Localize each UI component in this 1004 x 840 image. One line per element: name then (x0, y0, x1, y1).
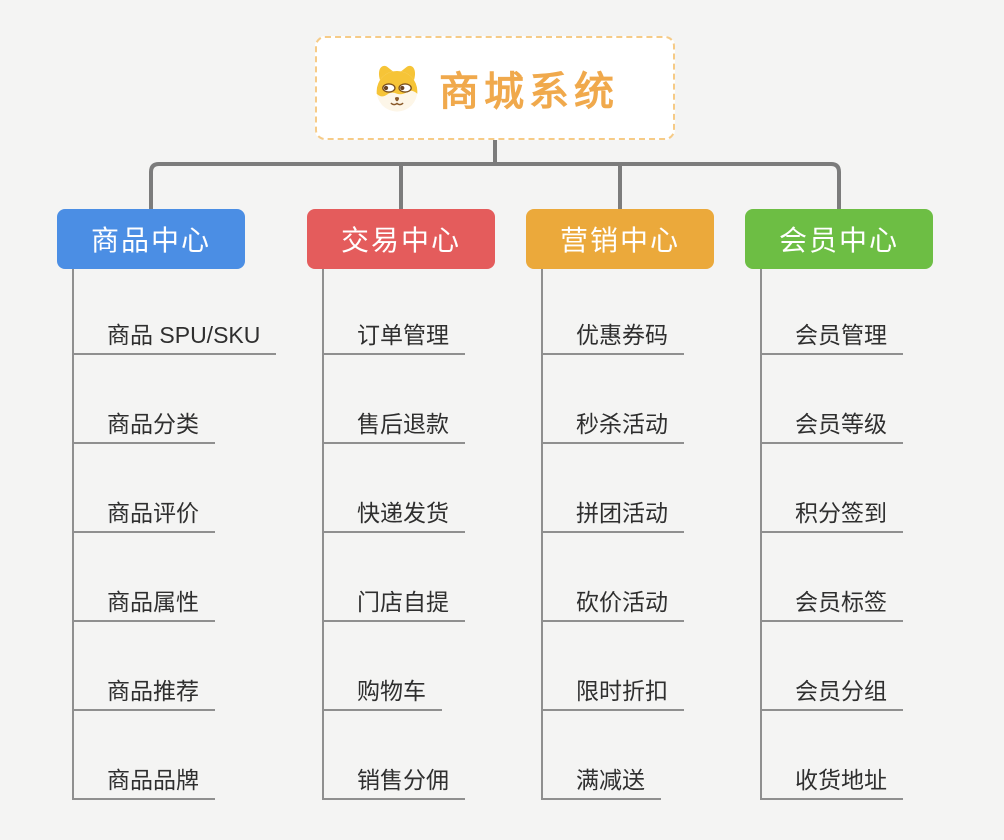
leaf-node[interactable]: 会员标签 (762, 584, 903, 622)
leaf-node[interactable]: 快递发货 (324, 495, 465, 533)
root-node[interactable]: 商城系统 (315, 36, 675, 140)
leaf-node[interactable]: 满减送 (543, 762, 661, 800)
leaf-node[interactable]: 商品品牌 (74, 762, 215, 800)
leaf-node[interactable]: 商品属性 (74, 584, 215, 622)
branch-member-center[interactable]: 会员中心 (745, 209, 933, 269)
leaf-node[interactable]: 拼团活动 (543, 495, 684, 533)
leaf-node[interactable]: 购物车 (324, 673, 442, 711)
leaf-node[interactable]: 积分签到 (762, 495, 903, 533)
branch-member-children: 会员管理 会员等级 积分签到 会员标签 会员分组 收货地址 (760, 269, 903, 800)
branch-marketing-children: 优惠券码 秒杀活动 拼团活动 砍价活动 限时折扣 满减送 (541, 269, 684, 800)
leaf-node[interactable]: 订单管理 (324, 317, 465, 355)
branch-label: 会员中心 (778, 225, 899, 256)
branch-marketing-center[interactable]: 营销中心 (526, 209, 714, 269)
shiba-dog-icon (376, 65, 418, 112)
branch-label: 交易中心 (340, 225, 461, 256)
leaf-node[interactable]: 会员管理 (762, 317, 903, 355)
leaf-node[interactable]: 秒杀活动 (543, 406, 684, 444)
root-title: 商城系统 (439, 70, 619, 114)
leaf-node[interactable]: 售后退款 (324, 406, 465, 444)
leaf-node[interactable]: 优惠券码 (543, 317, 684, 355)
leaf-node[interactable]: 会员等级 (762, 406, 903, 444)
branch-product-children: 商品 SPU/SKU 商品分类 商品评价 商品属性 商品推荐 商品品牌 (72, 269, 277, 800)
leaf-node[interactable]: 商品推荐 (74, 673, 215, 711)
leaf-node[interactable]: 门店自提 (324, 584, 465, 622)
branch-label: 商品中心 (90, 225, 211, 256)
leaf-node[interactable]: 商品 SPU/SKU (74, 317, 277, 355)
leaf-node[interactable]: 砍价活动 (543, 584, 684, 622)
leaf-node[interactable]: 销售分佣 (324, 762, 465, 800)
leaf-node[interactable]: 限时折扣 (543, 673, 684, 711)
branch-trade-center[interactable]: 交易中心 (307, 209, 495, 269)
leaf-node[interactable]: 会员分组 (762, 673, 903, 711)
branch-trade-children: 订单管理 售后退款 快递发货 门店自提 购物车 销售分佣 (322, 269, 465, 800)
leaf-node[interactable]: 收货地址 (762, 762, 903, 800)
leaf-node[interactable]: 商品评价 (74, 495, 215, 533)
leaf-node[interactable]: 商品分类 (74, 406, 215, 444)
branch-product-center[interactable]: 商品中心 (57, 209, 245, 269)
branch-label: 营销中心 (559, 225, 680, 256)
